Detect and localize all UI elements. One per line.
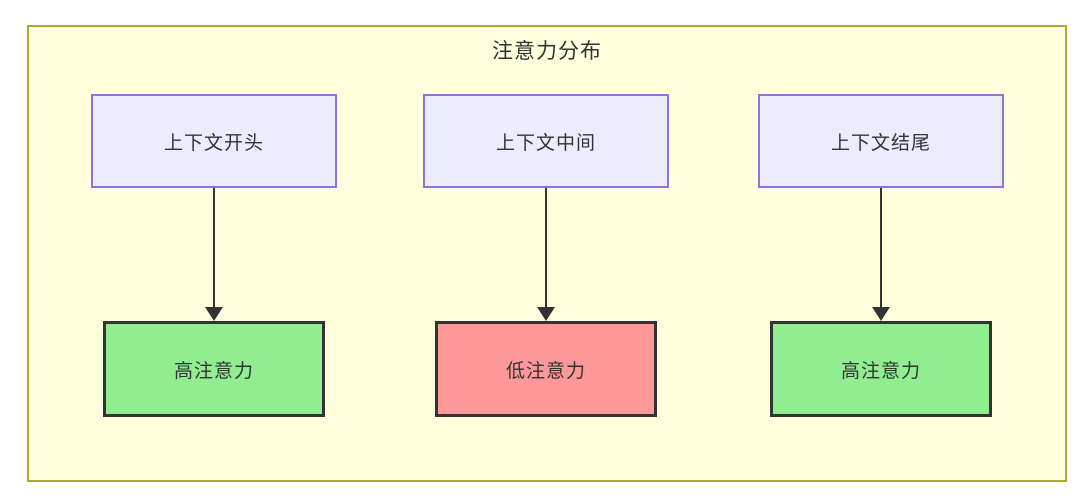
arrow-down-icon <box>205 188 223 321</box>
arrow-shaft <box>545 188 547 307</box>
arrowhead-icon <box>205 307 223 321</box>
arrowhead-icon <box>537 307 555 321</box>
node-context-end: 上下文结尾 <box>758 94 1004 188</box>
arrow-down-icon <box>872 188 890 321</box>
arrow-shaft <box>880 188 882 307</box>
arrow-shaft <box>213 188 215 307</box>
arrowhead-icon <box>872 307 890 321</box>
node-attention-end: 高注意力 <box>770 321 992 417</box>
node-context-middle: 上下文中间 <box>423 94 669 188</box>
node-context-start: 上下文开头 <box>91 94 337 188</box>
cluster-title: 注意力分布 <box>492 40 602 63</box>
attention-distribution-cluster: 注意力分布 上下文开头 高注意力 上下文中间 低注意力 上下文结尾 高注意力 <box>27 25 1067 482</box>
arrow-down-icon <box>537 188 555 321</box>
node-attention-start: 高注意力 <box>103 321 325 417</box>
node-attention-middle: 低注意力 <box>435 321 657 417</box>
